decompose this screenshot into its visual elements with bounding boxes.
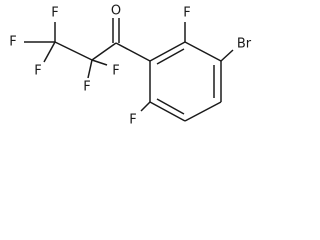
bond-cf3-f-bottom: [43, 41, 56, 63]
bond-cf2-f-right: [91, 59, 108, 66]
atom-fluorine-cf3-left: F: [9, 35, 16, 50]
atom-bromine: Br: [237, 37, 252, 52]
bond-cf2-f-bottom: [87, 59, 93, 79]
bond-carbonyl-cf2: [91, 42, 117, 61]
ring-double-c1-c2: [156, 48, 185, 65]
atom-fluorine-ring-bottom: F: [129, 113, 136, 128]
ring-bond-c2-c3: [184, 41, 222, 62]
atom-fluorine-cf2-bottom: F: [83, 80, 90, 95]
bond-ring-br: [220, 49, 234, 62]
atom-fluorine-ring-top: F: [183, 6, 190, 21]
ring-bond-c5-c6: [149, 101, 186, 122]
bond-carbonyl-ring: [115, 42, 151, 62]
bond-cf2-cf3: [54, 41, 93, 61]
bond-ring-f-bottom: [140, 101, 151, 112]
atom-fluorine-cf3-top: F: [51, 6, 58, 21]
atom-oxygen: O: [111, 4, 121, 19]
atom-fluorine-cf3-bottom: F: [34, 64, 41, 79]
atom-fluorine-cf2-right: F: [112, 64, 119, 79]
ring-bond-c1-c2: [149, 41, 186, 62]
chemical-structure: O F F F F F F Br F: [9, 4, 252, 128]
ring-double-c5-c6: [156, 98, 185, 115]
ring-bond-c4-c5: [184, 101, 222, 122]
